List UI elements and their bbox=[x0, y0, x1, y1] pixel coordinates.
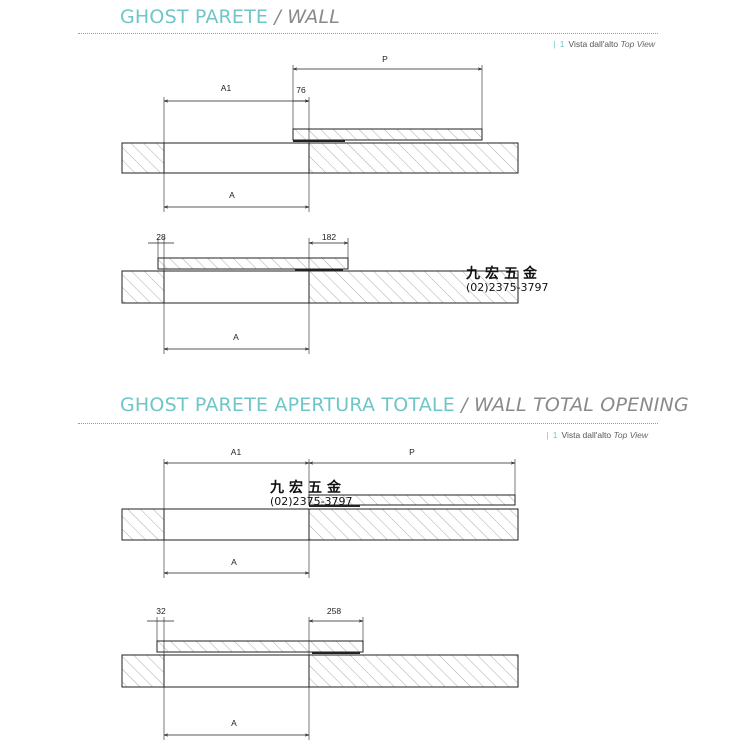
dim-label-258: 258 bbox=[327, 606, 341, 616]
dim-label-a: A bbox=[229, 190, 235, 200]
view-bar: | bbox=[553, 39, 556, 49]
dim-label-76: 76 bbox=[296, 85, 306, 95]
section-title-wall: GHOST PARETE / WALL bbox=[120, 6, 340, 28]
title-separator: / bbox=[268, 6, 288, 28]
drawing-wall-2 bbox=[121, 238, 519, 354]
door-panel bbox=[157, 257, 349, 270]
title-it: GHOST PARETE bbox=[120, 6, 269, 28]
drawing-total-opening-2 bbox=[121, 617, 519, 740]
wall-hatch-right bbox=[308, 142, 519, 174]
watermark: 九宏五金 (02)2375-3797 bbox=[466, 267, 549, 293]
view-label-it: Vista dall'alto bbox=[561, 430, 612, 440]
view-bar: | bbox=[546, 430, 549, 440]
door-panel bbox=[292, 128, 483, 141]
title-en: WALL bbox=[287, 6, 341, 28]
wall-hatch-right bbox=[308, 270, 519, 304]
wall-hatch-right bbox=[308, 654, 519, 688]
title-separator: / bbox=[454, 394, 475, 416]
dim-label-a1: A1 bbox=[231, 447, 242, 457]
dim-label-28: 28 bbox=[156, 232, 166, 242]
dim-label-p: P bbox=[409, 447, 415, 457]
dim-label-a: A bbox=[233, 332, 239, 342]
dim-label-182: 182 bbox=[322, 232, 336, 242]
view-label-en: Top View bbox=[613, 430, 649, 440]
dotted-divider bbox=[78, 423, 658, 424]
door-panel bbox=[308, 494, 516, 506]
wall-hatch-left bbox=[121, 654, 165, 688]
view-label-en: Top View bbox=[620, 39, 656, 49]
drawing-wall-1 bbox=[121, 65, 519, 212]
wall-hatch-left bbox=[121, 270, 165, 304]
wall-hatch-left bbox=[121, 508, 165, 541]
wall-hatch-right bbox=[308, 508, 519, 541]
dim-label-a1: A1 bbox=[221, 83, 232, 93]
watermark-phone: (02)2375-3797 bbox=[270, 495, 353, 508]
dim-label-a: A bbox=[231, 718, 237, 728]
title-it: GHOST PARETE APERTURA TOTALE bbox=[120, 394, 455, 416]
section-title-wall-total-opening: GHOST PARETE APERTURA TOTALE / WALL TOTA… bbox=[120, 394, 689, 416]
dim-label-32: 32 bbox=[156, 606, 166, 616]
wall-hatch-left bbox=[121, 142, 165, 174]
dotted-divider bbox=[78, 33, 658, 34]
title-en: WALL TOTAL OPENING bbox=[474, 394, 689, 416]
watermark: 九宏五金 (02)2375-3797 bbox=[270, 481, 353, 507]
drawing-total-opening-1 bbox=[121, 459, 519, 578]
view-number: 1 bbox=[552, 430, 558, 440]
watermark-phone: (02)2375-3797 bbox=[466, 281, 549, 294]
dim-label-p: P bbox=[382, 54, 388, 64]
watermark-chinese: 九宏五金 bbox=[466, 266, 542, 282]
view-number: 1 bbox=[559, 39, 565, 49]
view-label-it: Vista dall'alto bbox=[568, 39, 619, 49]
dim-label-a: A bbox=[231, 557, 237, 567]
watermark-chinese: 九宏五金 bbox=[270, 480, 346, 496]
door-panel bbox=[156, 640, 364, 653]
